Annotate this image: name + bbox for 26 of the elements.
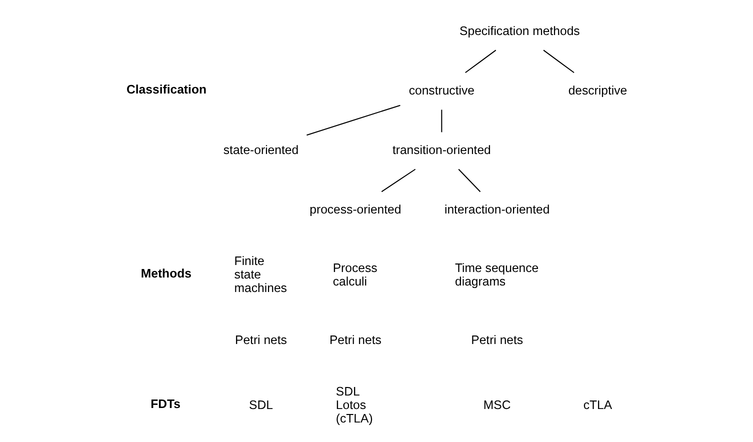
node-text: interaction-oriented [444,202,550,216]
connector [306,104,400,136]
label: SDL Lotos (cTLA) [335,384,372,425]
node-text: transition-oriented [392,142,490,156]
label: Petri nets [470,332,523,346]
node-text: descriptive [568,82,627,97]
label: Process calculi [332,260,377,288]
connector [458,168,480,192]
label: FDTs [150,396,180,410]
label: Petri nets [328,332,381,346]
label: cTLA [582,397,612,412]
label: Time sequence diagrams [454,260,538,288]
connector [542,49,574,73]
label: Methods [140,266,191,280]
node-text: Specification methods [459,23,580,38]
label: Finite state machines [234,254,286,294]
label: SDL [248,397,272,412]
label: Classification [126,82,206,96]
node-text: state-oriented [222,142,298,156]
connector [380,168,416,192]
label: Petri nets [234,332,286,346]
node-text: constructive [408,82,474,97]
connector [464,49,496,73]
connector [440,109,442,132]
label: MSC [482,397,510,412]
node-text: process-oriented [309,202,401,216]
